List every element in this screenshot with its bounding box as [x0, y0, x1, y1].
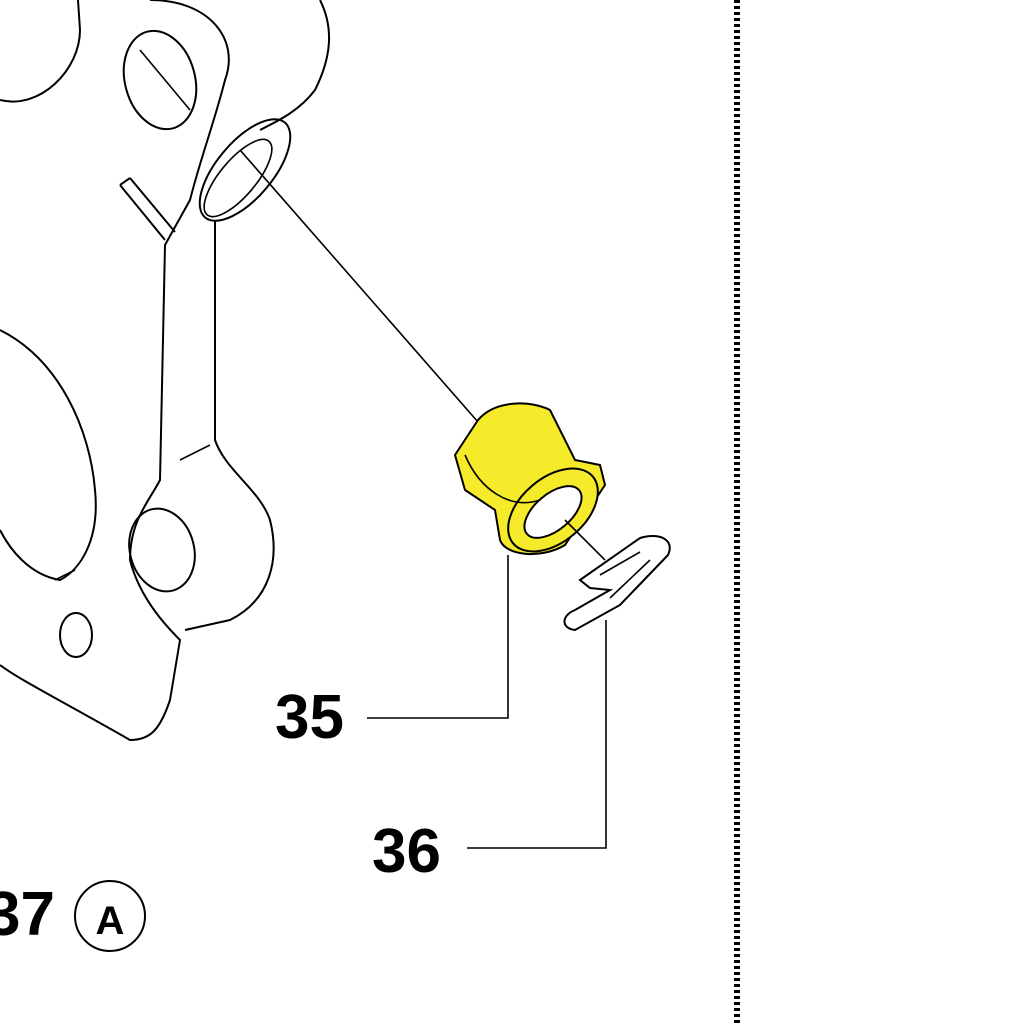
- callout-35: 35: [275, 683, 344, 752]
- leader-35: [367, 555, 509, 719]
- assembly-line: [564, 519, 606, 561]
- housing-part: [0, 0, 331, 742]
- callout-37: 37: [0, 880, 55, 949]
- badge-letter: A: [96, 899, 125, 943]
- clip-36[interactable]: [563, 535, 671, 632]
- leader-36: [467, 620, 607, 849]
- bushing-35[interactable]: [453, 402, 613, 568]
- badge-circle: [74, 880, 146, 952]
- callout-36: 36: [372, 817, 441, 886]
- assembly-line: [239, 149, 479, 423]
